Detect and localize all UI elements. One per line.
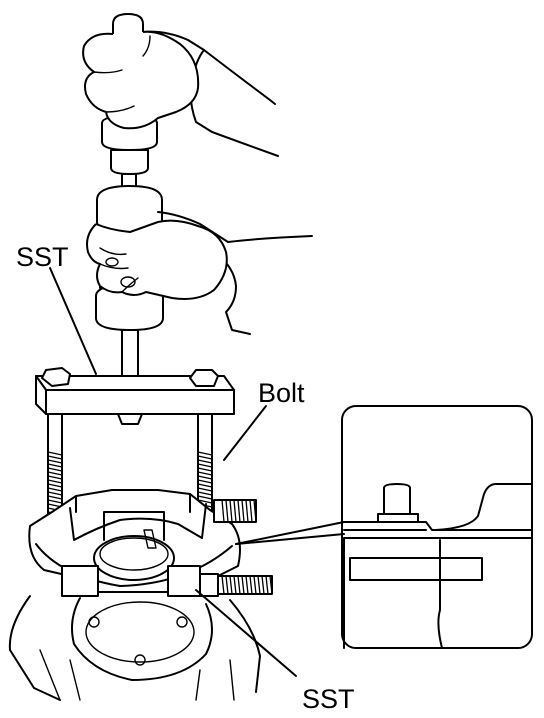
upper-hand: [82, 30, 279, 157]
label-sst-top: SST: [16, 242, 69, 272]
leader-bolt: [223, 405, 267, 461]
puller-crossbar: [35, 367, 235, 425]
label-bolt: Bolt: [258, 378, 305, 408]
leader-sst-bottom: [195, 589, 297, 677]
hub-assembly: [8, 489, 273, 701]
detail-inset: [235, 405, 533, 649]
label-sst-bottom: SST: [302, 684, 355, 714]
lower-hand: [86, 211, 313, 335]
leader-sst-top: [49, 267, 97, 375]
